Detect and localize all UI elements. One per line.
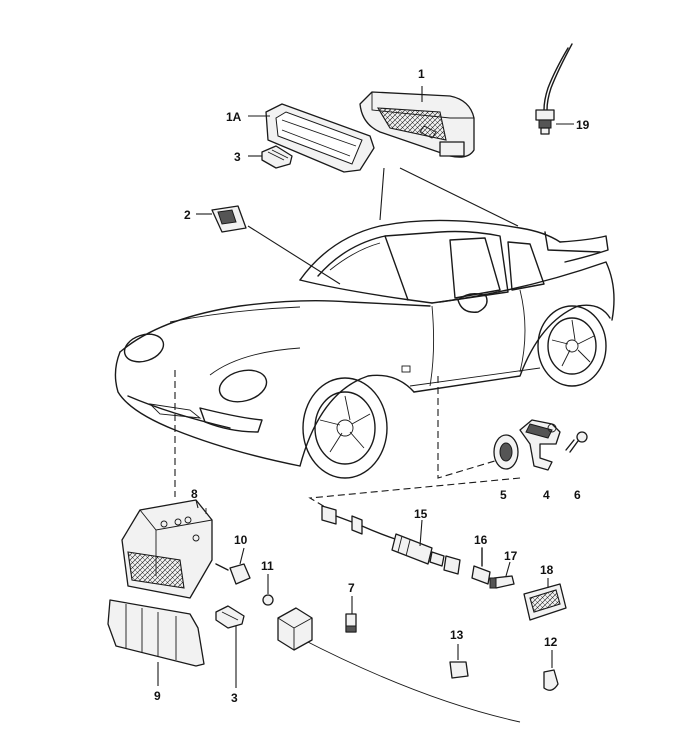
callout-1: 1 [418,67,425,81]
part-12-bulb [543,650,559,691]
part-17-bulb [489,561,515,589]
callout-16: 16 [474,533,488,547]
part-1-lamp-housing [359,86,475,158]
part-1a-lens-frame [248,103,375,173]
callout-9: 9 [154,689,161,703]
callout-19: 19 [576,118,590,132]
callout-13: 13 [450,628,464,642]
part-3-bulb-top [248,145,293,169]
part-5-grommet [493,434,519,470]
callout-3-top: 3 [234,150,241,164]
part-10-switch [215,547,251,585]
callout-2: 2 [184,208,191,222]
callout-6: 6 [574,488,581,502]
part-3-bulb-bottom [215,605,245,629]
part-18-lamp [523,578,567,621]
part-19-sensor [535,43,574,135]
part-16-connector [471,547,491,585]
callout-10: 10 [234,533,248,547]
part-8-control-unit [121,499,213,599]
callout-4: 4 [543,488,550,502]
part-4-bracket [519,419,561,471]
part-11-screw [262,574,274,606]
part-9-cover [107,599,205,686]
callout-5: 5 [500,488,507,502]
callout-8: 8 [191,487,198,501]
callout-3-bottom: 3 [231,691,238,705]
callout-labels: 1 1A 2 3 3 4 5 6 7 8 9 10 11 12 13 15 16… [154,67,590,705]
callout-15: 15 [414,507,428,521]
part-15-cable-sensor [321,505,461,575]
leader-lines [174,167,521,723]
callout-18: 18 [540,563,554,577]
callout-17: 17 [504,549,518,563]
connector-block [277,607,313,651]
callout-11: 11 [261,559,274,573]
callout-7: 7 [348,581,355,595]
part-2-switch [196,205,247,233]
part-7-clip [345,596,357,633]
part-6-screw [565,431,588,453]
part-13-cap [449,644,469,679]
car-illustration [114,219,615,479]
callout-1a: 1A [226,110,242,124]
callout-12: 12 [544,635,558,649]
